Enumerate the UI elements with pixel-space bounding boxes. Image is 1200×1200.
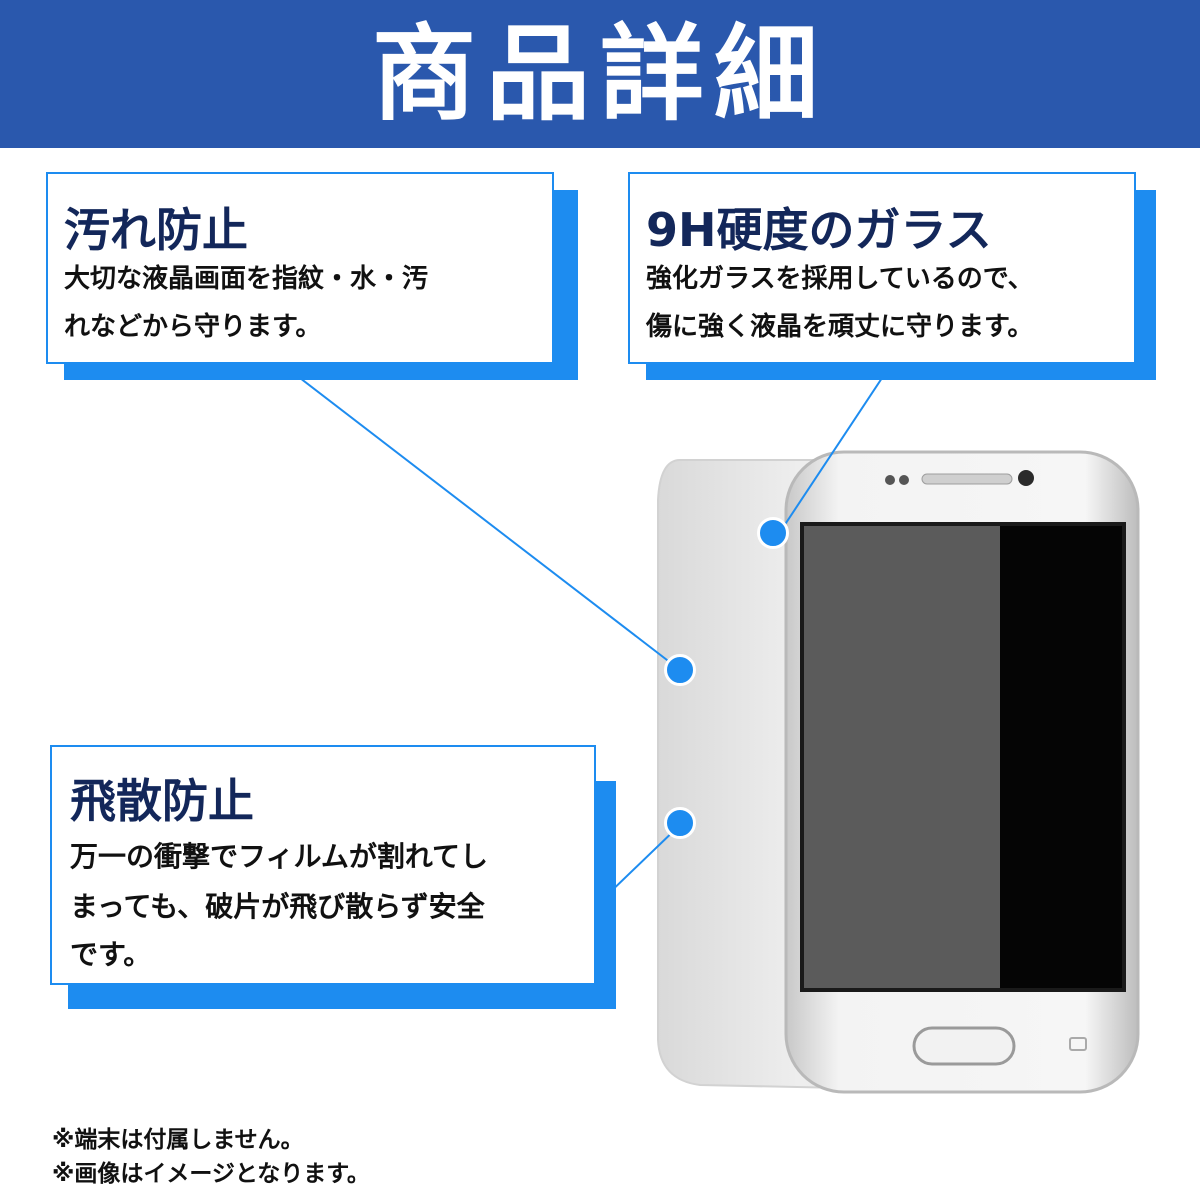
header-bar: 商品詳細 <box>0 0 1200 148</box>
callout-body-line: 万一の衝撃でフィルムが割れてし <box>70 840 489 873</box>
callout-title: 汚れ防止 <box>64 203 248 257</box>
home-button <box>912 1026 1016 1066</box>
phone-screen-dark <box>1000 526 1122 988</box>
callout-body-line: 大切な液晶画面を指紋・水・汚 <box>64 264 429 294</box>
callout-9h-glass: 9H硬度のガラス 強化ガラスを採用しているので、 傷に強く液晶を頑丈に守ります。 <box>628 172 1156 382</box>
callout-body-line: 強化ガラスを採用しているので、 <box>646 264 1034 294</box>
leader-dot-icon <box>757 517 789 549</box>
callout-body-line: です。 <box>70 938 152 971</box>
phone-screen-gray <box>804 526 1000 988</box>
leader-dot-icon <box>664 807 696 839</box>
note-device-not-included: ※端末は付属しません。 <box>52 1127 304 1153</box>
leader-dot-icon <box>664 654 696 686</box>
page-title: 商品詳細 <box>371 13 828 135</box>
callout-body-line: まっても、破片が飛び散らず安全 <box>70 890 485 923</box>
note-image-for-illustration: ※画像はイメージとなります。 <box>52 1161 370 1187</box>
callout-title: 9H硬度のガラス <box>646 203 992 257</box>
phone-illustration-icon <box>657 450 1140 1094</box>
callout-stain-prevention: 汚れ防止 大切な液晶画面を指紋・水・汚 れなどから守ります。 <box>46 172 578 382</box>
callout-body-line: れなどから守ります。 <box>64 312 322 342</box>
callout-title: 飛散防止 <box>70 774 254 828</box>
callout-body-line: 傷に強く液晶を頑丈に守ります。 <box>646 312 1034 342</box>
callout-shatter-prevention: 飛散防止 万一の衝撃でフィルムが割れてし まっても、破片が飛び散らず安全 です。 <box>50 745 616 1010</box>
